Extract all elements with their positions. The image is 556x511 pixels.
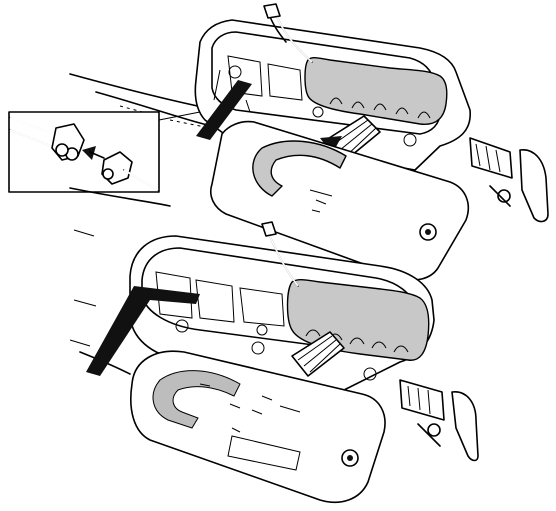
top-side-mount	[469, 137, 549, 223]
bottom-side-mount	[399, 379, 479, 462]
top-knob-icon	[419, 223, 437, 241]
bottom-body-curve-2	[69, 229, 97, 347]
bottom-screw-4	[363, 367, 377, 381]
top-panel	[69, 3, 549, 281]
top-cover-cutout	[252, 140, 347, 197]
top-strap	[196, 80, 252, 140]
top-cover-emboss	[309, 189, 333, 213]
top-screw-3	[403, 133, 417, 147]
bottom-cover-emboss	[199, 383, 301, 433]
bottom-screw-2	[256, 324, 268, 336]
bottom-strap-icon	[86, 286, 200, 376]
bottom-screw	[175, 319, 189, 333]
bottom-knob-icon	[341, 449, 359, 467]
top-inner-detail	[213, 55, 303, 113]
connector-inset	[8, 111, 201, 193]
top-battery-pack	[304, 57, 448, 125]
bottom-battery-seams	[305, 329, 409, 353]
top-screw	[228, 65, 242, 79]
top-battery-seams	[329, 97, 431, 119]
bottom-insert-arrow-icon	[291, 331, 345, 377]
bottom-screw-3	[251, 341, 265, 355]
connector-plug-icon	[51, 123, 85, 161]
bottom-cover-plate	[130, 350, 386, 504]
bottom-body-curve	[69, 187, 171, 207]
top-screw-2	[312, 106, 324, 118]
connector-arrow-icon	[82, 146, 105, 160]
bottom-wire-plug	[261, 221, 277, 237]
top-wire-plug	[263, 3, 281, 19]
top-body-dash	[119, 105, 211, 129]
connector-socket-icon	[101, 151, 133, 185]
bottom-cover-cutout	[152, 370, 241, 429]
bottom-cover-lower-panel	[227, 435, 301, 471]
bottom-panel	[69, 187, 479, 504]
inset-leader	[158, 111, 201, 121]
